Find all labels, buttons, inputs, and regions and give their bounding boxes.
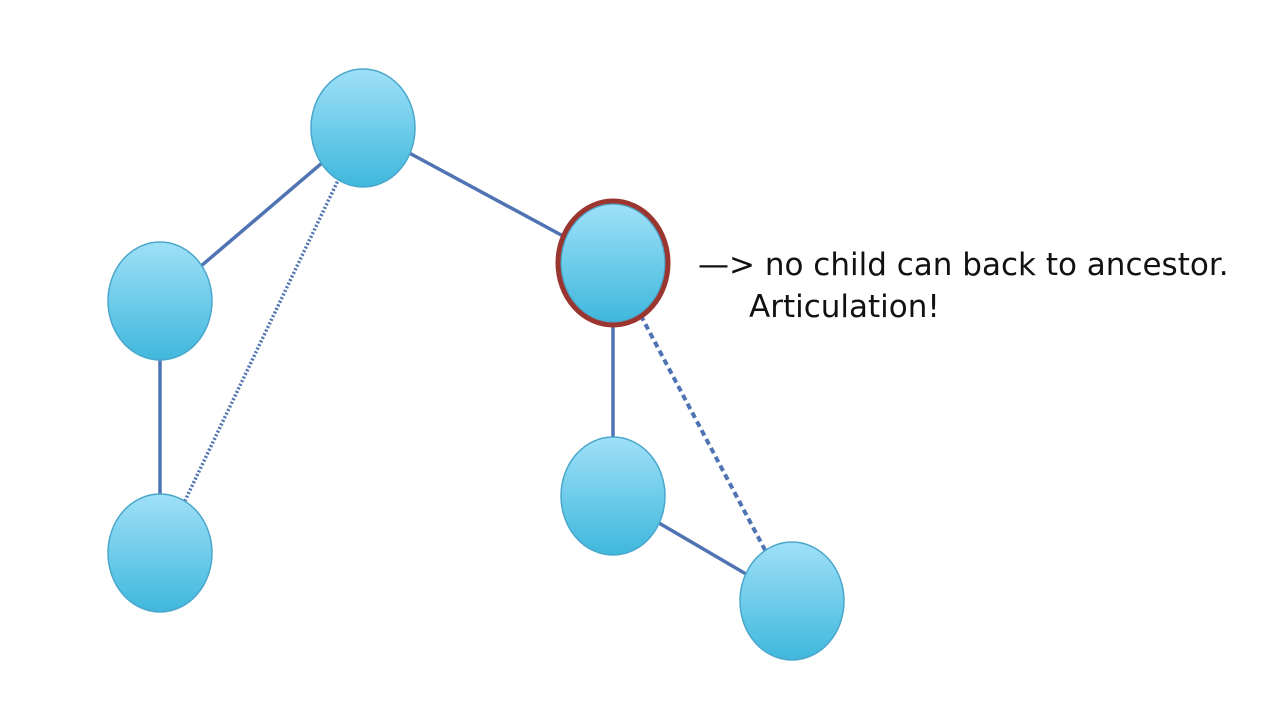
node-left-middle — [107, 241, 213, 361]
edge-dotted-left-bottom-to-root — [183, 179, 340, 502]
node-articulation — [560, 203, 666, 323]
node-left-bottom — [107, 493, 213, 613]
articulation-annotation: —> no child can back to ancestor. Articu… — [698, 244, 1229, 328]
edge-solid-root-to-articulation — [409, 151, 567, 240]
edge-dashed-right-child-b-to-articulation — [638, 312, 767, 552]
edge-solid-root-to-left-middle — [200, 162, 323, 267]
nodes-layer — [107, 68, 845, 661]
edges-layer — [158, 151, 767, 576]
annotation-arrow: —> — [698, 247, 755, 283]
node-root — [310, 68, 416, 188]
edge-solid-right-child-a-to-right-child-b — [658, 521, 747, 576]
annotation-line-2: Articulation! — [749, 289, 940, 325]
highlight-ring-articulation — [555, 198, 671, 328]
node-right-child-b — [739, 541, 845, 661]
node-right-child-a — [560, 436, 666, 556]
annotation-line-1: no child can back to ancestor. — [764, 247, 1229, 283]
